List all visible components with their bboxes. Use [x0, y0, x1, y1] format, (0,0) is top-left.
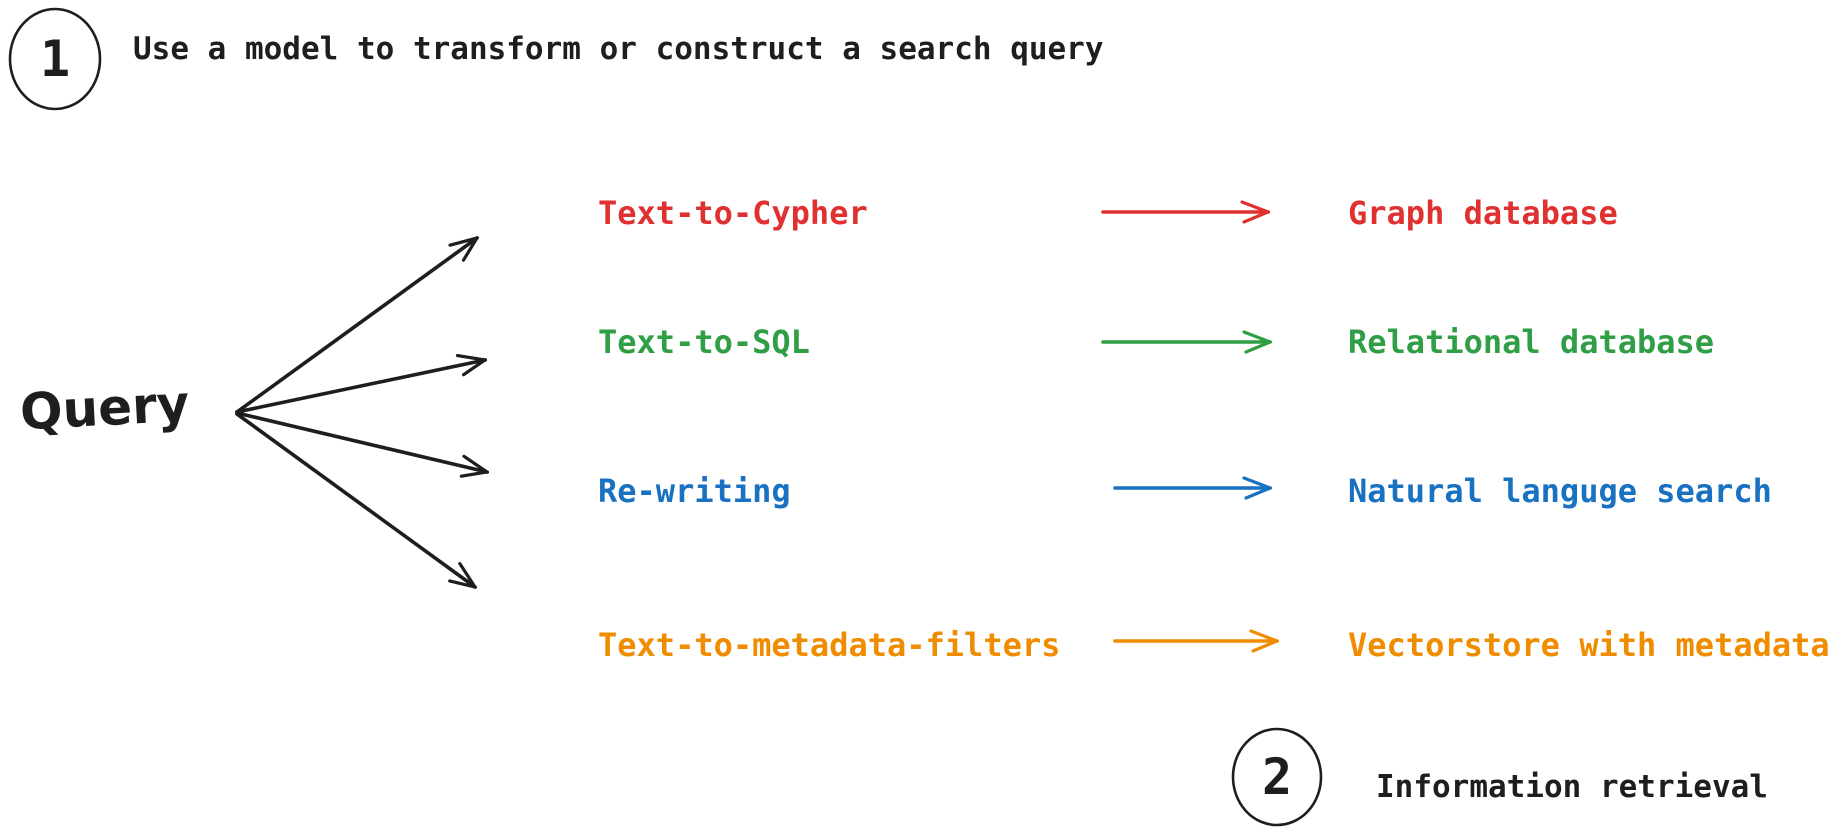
step-1-badge-circle: [8, 7, 102, 111]
flow-arrows: [1101, 212, 1277, 641]
method-label-text-to-metadata-filters: Text-to-metadata-filters: [598, 626, 1061, 664]
target-label-vectorstore-with-metadata: Vectorstore with metadata: [1348, 626, 1830, 664]
query-fan-arrow-3: [235, 411, 487, 472]
method-label-text-to-cypher: Text-to-Cypher: [598, 194, 868, 232]
query-fan-arrows: [235, 238, 487, 587]
step-2-label: Information retrieval: [1376, 769, 1768, 805]
step-2-number: 2: [1261, 748, 1293, 806]
step-1-number: 1: [39, 30, 71, 88]
target-label-graph-database: Graph database: [1348, 194, 1618, 232]
query-fan-arrow-2: [235, 360, 485, 414]
method-label-text-to-sql: Text-to-SQL: [598, 323, 810, 361]
target-label-relational-database: Relational database: [1348, 323, 1715, 361]
query-fan-arrow-1: [235, 238, 477, 414]
query-node-label: Query: [18, 374, 191, 442]
step-1-label: Use a model to transform or construct a …: [133, 31, 1104, 67]
target-label-natural-language-search: Natural languge search: [1348, 472, 1772, 510]
query-fan-arrow-4: [235, 412, 475, 587]
step-2-badge-circle: [1231, 727, 1323, 827]
method-label-re-writing: Re-writing: [598, 472, 791, 510]
